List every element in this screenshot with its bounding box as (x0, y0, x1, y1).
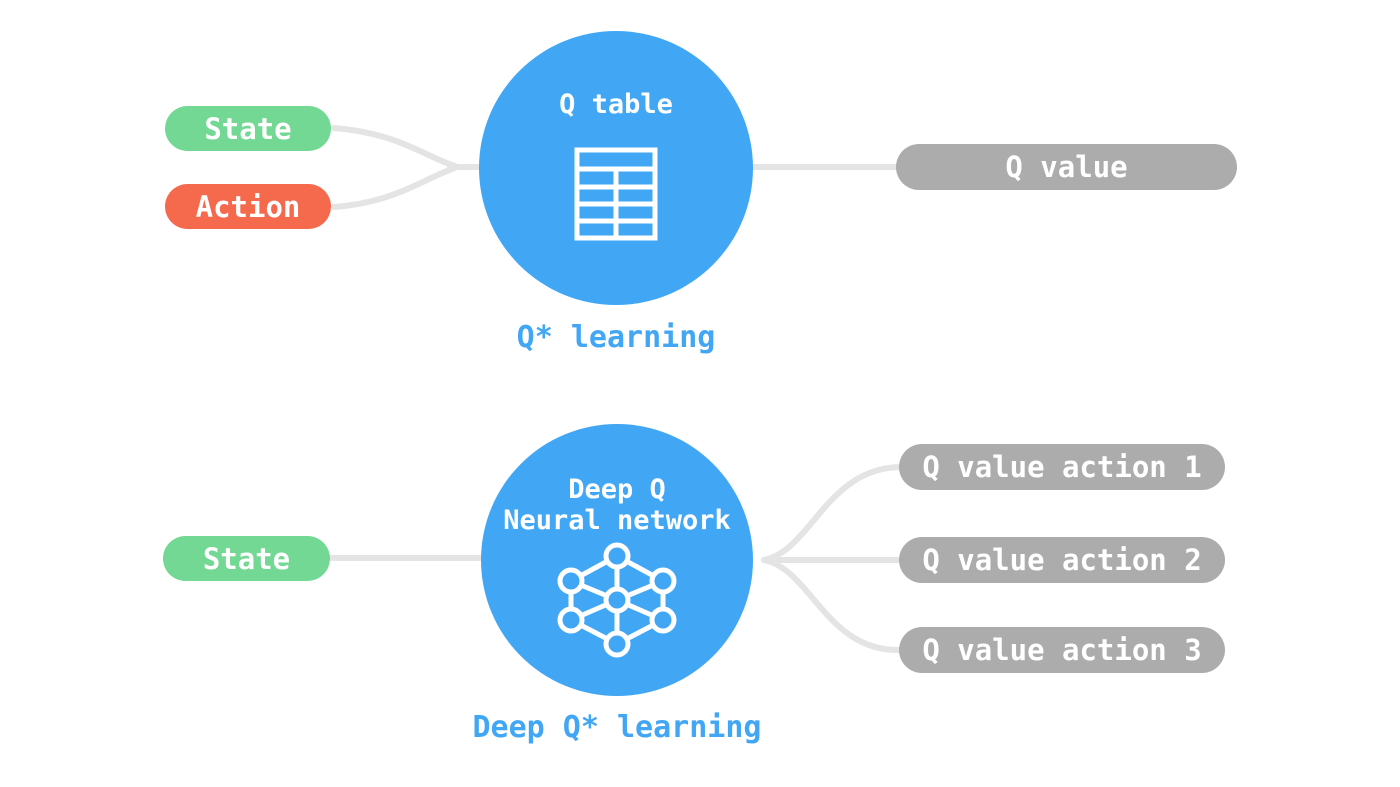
q-value-action-2-pill: Q value action 2 (899, 537, 1225, 583)
state-label: State (204, 111, 292, 146)
q-value-action-3-pill: Q value action 3 (899, 627, 1225, 673)
neural-network-icon (557, 542, 677, 658)
q-table-icon (574, 147, 658, 241)
connector-network-to-action1 (761, 464, 904, 563)
connector-network-to-action3 (761, 557, 904, 654)
action-pill: Action (165, 184, 331, 229)
q-learning-caption: Q* learning (516, 320, 716, 355)
q-value-action-1-label: Q value action 1 (922, 450, 1202, 484)
q-table-node: Q table (479, 31, 753, 305)
q-value-pill: Q value (896, 144, 1237, 190)
state-pill-q-learning: State (165, 106, 331, 151)
state-pill-deep-q-learning: State (163, 536, 330, 581)
connector-state-to-qtable (331, 125, 458, 169)
q-value-label: Q value (1005, 150, 1128, 184)
deep-q-network-title: Deep Q Neural network (503, 474, 731, 536)
q-value-action-3-label: Q value action 3 (922, 633, 1202, 667)
action-label: Action (195, 189, 301, 224)
connector-action-to-qtable (331, 165, 458, 210)
q-value-action-1-pill: Q value action 1 (899, 444, 1225, 490)
deep-q-network-node: Deep Q Neural network (481, 424, 753, 696)
q-table-title: Q table (559, 89, 673, 120)
q-value-action-2-label: Q value action 2 (922, 543, 1202, 577)
state-label: State (202, 541, 291, 576)
deep-q-learning-caption: Deep Q* learning (472, 710, 762, 745)
